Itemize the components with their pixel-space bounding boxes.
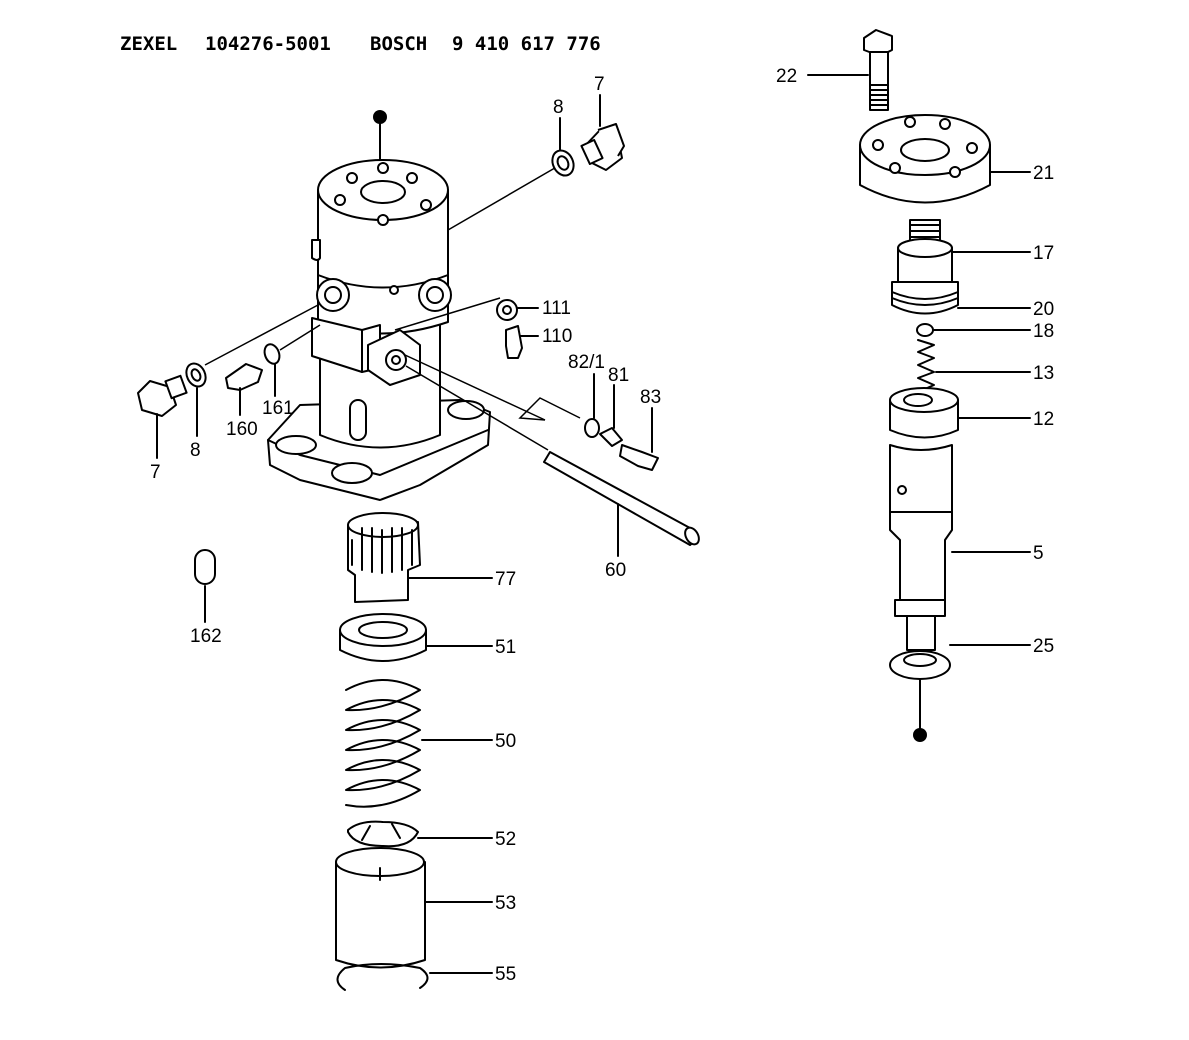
- header: ZEXEL 104276-5001 BOSCH 9 410 617 776: [120, 33, 601, 55]
- callout-111: 111: [542, 298, 571, 319]
- callout-50: 50: [495, 731, 516, 752]
- callout-25: 25: [1033, 636, 1054, 657]
- part-81-lock-plate: [599, 384, 623, 447]
- part-111-washer: [496, 299, 539, 321]
- part-8-washer-left: [185, 304, 319, 437]
- part-52-spring-seat-lower: [347, 820, 493, 848]
- callout-5: 5: [1033, 543, 1044, 564]
- callout-77: 77: [495, 569, 516, 590]
- callout-162: 162: [190, 626, 222, 647]
- callout-60: 60: [605, 560, 626, 581]
- part-21-flange: [859, 114, 1031, 204]
- callout-17: 17: [1033, 243, 1054, 264]
- callout-12: 12: [1033, 409, 1054, 430]
- part-60-control-rod: [543, 451, 700, 557]
- part-50-spring: [345, 679, 493, 808]
- part-17-delivery-valve-holder: [897, 219, 1031, 290]
- part-162-key: [194, 549, 216, 623]
- callout-83: 83: [640, 387, 661, 408]
- callout-81: 81: [608, 365, 629, 386]
- part-25-spring-seat-right: [889, 644, 1031, 742]
- callout-13: 13: [1033, 363, 1054, 384]
- callout-7-left: 7: [150, 462, 161, 483]
- callout-110: 110: [542, 326, 572, 347]
- axis-marker-bottom: [913, 728, 927, 742]
- part-22-bolt: [807, 29, 893, 111]
- callout-7-top: 7: [594, 74, 605, 95]
- callout-20: 20: [1033, 299, 1054, 320]
- part-83-screw: [619, 407, 659, 471]
- callout-8-top: 8: [553, 97, 564, 118]
- part-7-plug-top: [580, 94, 625, 171]
- header-brand-zexel: ZEXEL: [120, 33, 177, 55]
- part-160-screw: [225, 363, 263, 416]
- callout-labels: 7 8 7 8 160 161 111 110 82/1 81 83 60 16…: [150, 66, 1054, 985]
- callout-8-left: 8: [190, 440, 201, 461]
- callout-55: 55: [495, 964, 516, 985]
- callout-161: 161: [262, 398, 294, 419]
- part-7-plug-left: [137, 374, 188, 459]
- part-53-tappet: [335, 847, 493, 969]
- part-5-plunger-barrel: [889, 444, 1031, 651]
- callout-160: 160: [226, 419, 258, 440]
- part-18-seal: [916, 323, 1031, 337]
- part-12-valve-body: [889, 387, 1031, 439]
- part-110-screw: [505, 325, 539, 359]
- header-part-number-zexel: 104276-5001: [205, 33, 331, 55]
- part-55-circlip: [336, 963, 493, 991]
- part-161-washer: [263, 324, 321, 397]
- callout-18: 18: [1033, 321, 1054, 342]
- part-8-washer-top: [551, 117, 575, 177]
- header-brand-bosch: BOSCH: [370, 33, 427, 55]
- part-20-o-ring: [891, 281, 1031, 315]
- header-part-number-bosch: 9 410 617 776: [452, 33, 601, 55]
- part-77-control-sleeve: [347, 512, 493, 603]
- part-51-spring-seat: [339, 613, 493, 662]
- callout-22: 22: [776, 66, 797, 87]
- callout-82-1: 82/1: [568, 352, 605, 373]
- callout-51: 51: [495, 637, 516, 658]
- callout-53: 53: [495, 893, 516, 914]
- part-13-spring: [917, 339, 1031, 393]
- pump-housing-assembly: [267, 110, 581, 501]
- part-82-1-washer: [584, 373, 600, 438]
- callout-21: 21: [1033, 163, 1054, 184]
- callout-52: 52: [495, 829, 516, 850]
